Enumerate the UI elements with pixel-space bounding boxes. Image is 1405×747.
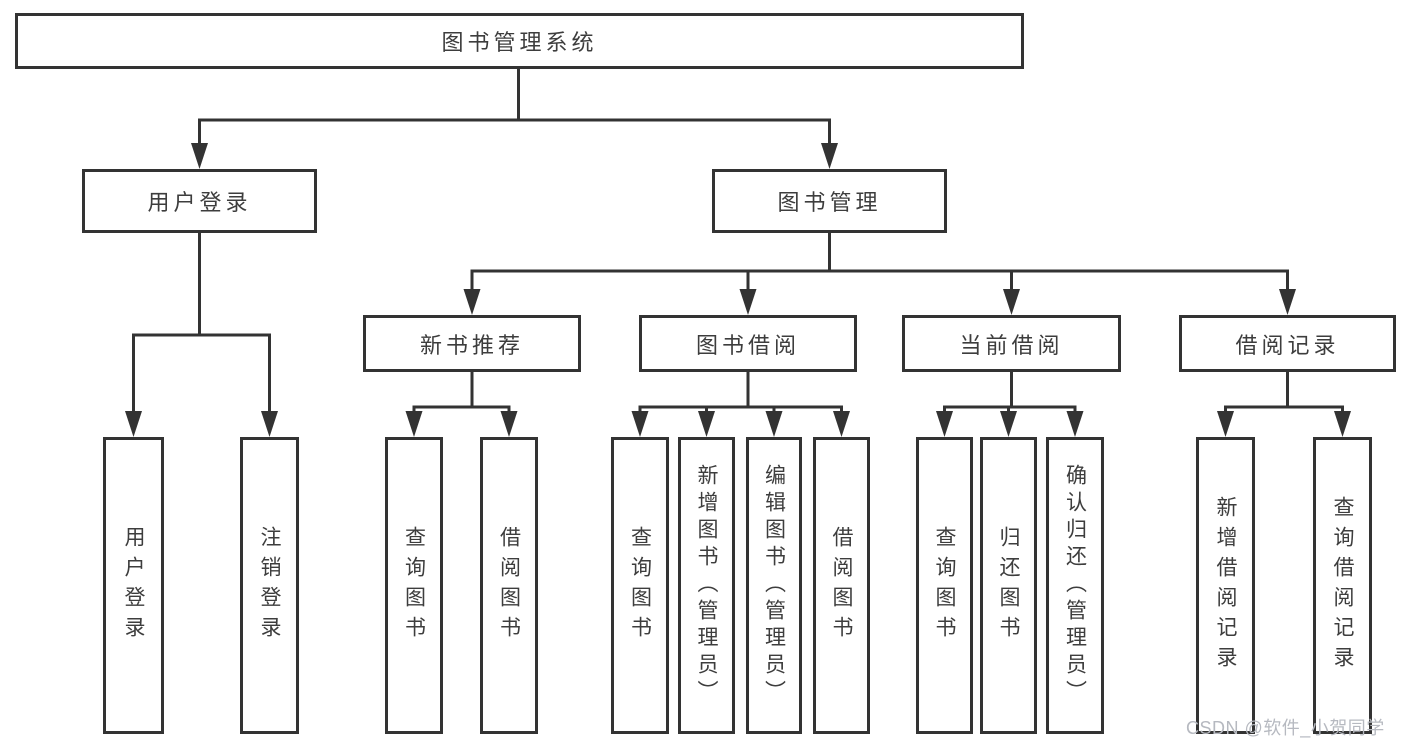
arrow-to-new-rec — [463, 289, 481, 315]
arrow-to-leaf-query-books-borrow — [631, 411, 649, 437]
connector-book-mgmt-to-level3 — [470, 231, 1289, 296]
leaf-borrow-books-rec: 借阅图书 — [480, 437, 538, 734]
leaf-query-books-borrow-label: 查询图书 — [628, 525, 652, 646]
connector-lines — [132, 67, 1344, 418]
leaf-query-books-current-label: 查询图书 — [933, 525, 956, 646]
arrow-to-leaf-logout — [261, 411, 278, 437]
leaf-borrow-books-label: 借阅图书 — [830, 525, 853, 646]
leaf-logout-label: 注销登录 — [258, 525, 281, 646]
leaf-query-borrow-record-label: 查询借阅记录 — [1331, 495, 1354, 676]
leaf-user-login-label: 用户登录 — [122, 525, 145, 646]
connector-current-borrow-split — [943, 370, 1077, 418]
node-new-book-recommend-label: 新书推荐 — [419, 332, 524, 358]
connector-user-login-split — [132, 231, 271, 418]
arrow-to-book-borrow — [739, 289, 757, 315]
node-user-login-label: 用户登录 — [147, 190, 252, 215]
arrow-to-leaf-borrow-books-rec — [500, 411, 518, 437]
leaf-edit-book-admin: 编辑图书（管理员） — [746, 437, 802, 734]
arrow-to-leaf-query-record — [1334, 411, 1351, 437]
node-book-borrowing: 图书借阅 — [639, 315, 857, 372]
leaf-logout: 注销登录 — [240, 437, 299, 734]
arrow-to-leaf-return-books — [1000, 411, 1017, 437]
connector-records-split — [1224, 370, 1344, 418]
leaf-confirm-return-admin-label: 确认归还（管理员） — [1063, 464, 1087, 707]
arrow-to-leaf-add-record — [1217, 411, 1234, 437]
node-book-borrowing-label: 图书借阅 — [695, 332, 800, 358]
arrow-to-leaf-query-books-rec — [405, 411, 423, 437]
leaf-query-books-current: 查询图书 — [916, 437, 973, 734]
leaf-return-books-label: 归还图书 — [997, 525, 1020, 646]
connector-book-borrow-split — [638, 370, 843, 418]
watermark-text: CSDN @软件_小贺同学 — [1186, 718, 1385, 738]
arrowheads — [125, 143, 1351, 437]
node-book-management: 图书管理 — [712, 169, 947, 233]
node-user-login: 用户登录 — [82, 169, 317, 233]
arrow-to-leaf-borrow-books — [833, 411, 850, 437]
node-borrow-records: 借阅记录 — [1179, 315, 1396, 372]
leaf-edit-book-admin-label: 编辑图书（管理员） — [762, 464, 786, 707]
leaf-add-book-admin-label: 新增图书（管理员） — [695, 464, 718, 707]
connector-root-to-level2 — [198, 67, 831, 150]
leaf-query-books-rec-label: 查询图书 — [402, 525, 426, 646]
leaf-query-books-borrow: 查询图书 — [611, 437, 669, 734]
arrow-to-leaf-user-login — [125, 411, 142, 437]
arrow-to-leaf-query-books-current — [936, 411, 953, 437]
arrow-to-leaf-confirm-return — [1066, 411, 1084, 437]
leaf-borrow-books-rec-label: 借阅图书 — [497, 525, 521, 646]
connector-new-rec-split — [412, 370, 511, 418]
leaf-query-books-rec: 查询图书 — [385, 437, 443, 734]
leaf-query-borrow-record: 查询借阅记录 — [1313, 437, 1372, 734]
node-borrow-records-label: 借阅记录 — [1235, 332, 1340, 358]
leaf-add-borrow-record-label: 新增借阅记录 — [1214, 495, 1237, 676]
arrow-to-book-mgmt — [821, 143, 838, 169]
arrow-to-user-login — [191, 143, 208, 169]
node-new-book-recommend: 新书推荐 — [363, 315, 581, 372]
leaf-add-book-admin: 新增图书（管理员） — [678, 437, 735, 734]
node-current-borrowing: 当前借阅 — [902, 315, 1121, 372]
arrow-to-current-borrow — [1003, 289, 1020, 315]
leaf-add-borrow-record: 新增借阅记录 — [1196, 437, 1255, 734]
arrow-to-records — [1279, 289, 1296, 315]
node-current-borrowing-label: 当前借阅 — [959, 332, 1064, 358]
node-library-system-label: 图书管理系统 — [441, 30, 598, 55]
leaf-borrow-books: 借阅图书 — [813, 437, 870, 734]
arrow-to-leaf-edit-book — [765, 411, 783, 437]
arrow-to-leaf-add-book — [698, 411, 715, 437]
leaf-return-books: 归还图书 — [980, 437, 1037, 734]
node-book-management-label: 图书管理 — [777, 190, 882, 215]
leaf-user-login: 用户登录 — [103, 437, 164, 734]
node-library-system: 图书管理系统 — [15, 13, 1024, 69]
leaf-confirm-return-admin: 确认归还（管理员） — [1046, 437, 1104, 734]
